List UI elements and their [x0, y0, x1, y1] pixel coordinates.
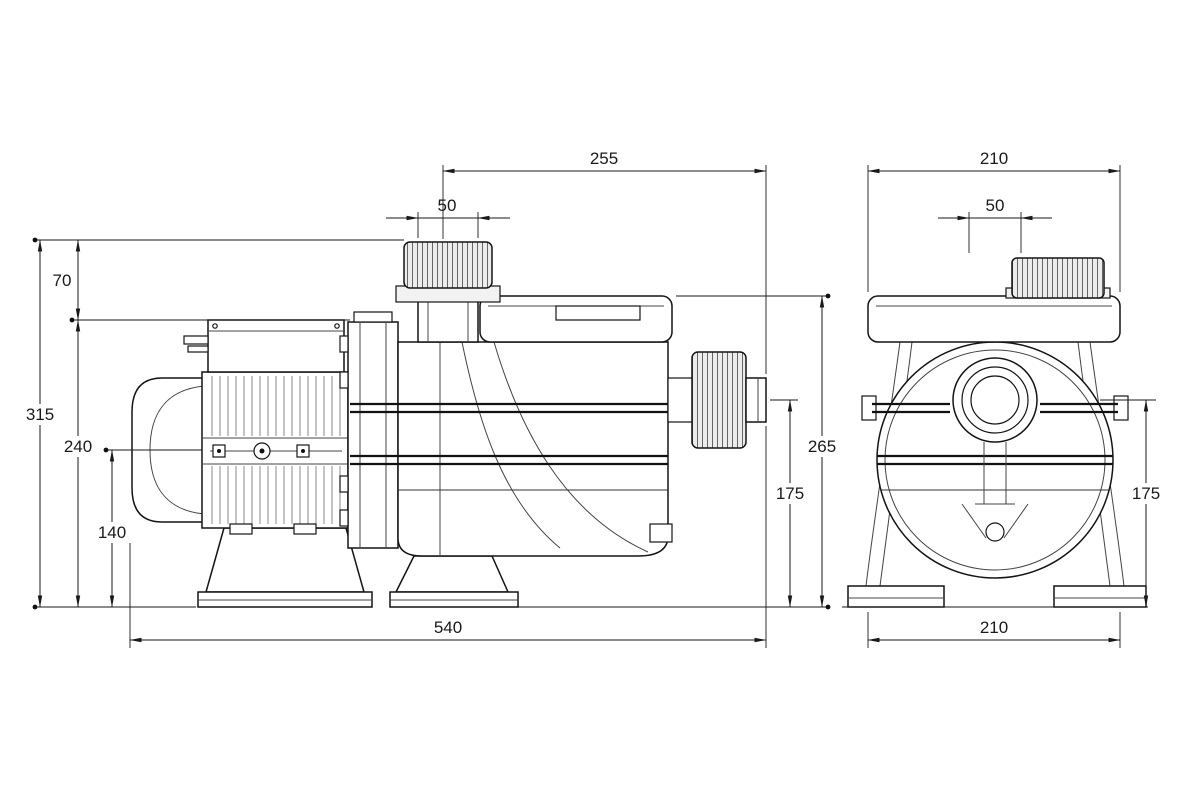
dim-label-side-overall-length: 540	[434, 618, 462, 637]
front-diffuser-bracket	[961, 442, 1029, 542]
dim-label-side-overall-height: 315	[26, 405, 54, 424]
strainer-tank	[397, 341, 673, 557]
dim-label-front-outlet-height: 175	[1132, 484, 1160, 503]
dim-label-side-body-height: 265	[808, 437, 836, 456]
dim-label-side-lid-offset: 70	[53, 271, 72, 290]
front-flange	[867, 295, 1121, 343]
front-feet	[842, 585, 1148, 608]
front-view	[842, 257, 1148, 608]
dim-label-front-port-width: 50	[986, 196, 1005, 215]
inlet-neck	[417, 299, 479, 343]
volute-base-pedestal	[389, 555, 519, 608]
dim-label-side-outlet-height: 175	[776, 484, 804, 503]
front-outlet-union-face	[952, 357, 1038, 443]
dim-label-side-top-length: 255	[590, 149, 618, 168]
dim-label-side-mid-height: 240	[64, 437, 92, 456]
dim-label-front-base-width: 210	[980, 618, 1008, 637]
dim-label-side-port-width: 50	[438, 196, 457, 215]
front-lid-cap	[1005, 257, 1111, 299]
clamp-bands-side	[350, 402, 668, 491]
side-view	[131, 241, 767, 608]
outlet-union	[667, 351, 767, 449]
terminal-box	[183, 319, 345, 373]
dimension-labels: 255 50 70 315 240 140 265 175 540 210 50…	[21, 149, 1165, 637]
dim-label-side-axis-height: 140	[98, 523, 126, 542]
seal-flange	[339, 311, 399, 549]
front-clamp-bands	[872, 402, 1118, 491]
dim-label-front-top-width: 210	[980, 149, 1008, 168]
tank-top-housing	[479, 295, 673, 343]
strainer-lid-cap	[395, 241, 501, 303]
motor-base-pedestal	[197, 527, 373, 608]
motor-body	[201, 371, 349, 535]
